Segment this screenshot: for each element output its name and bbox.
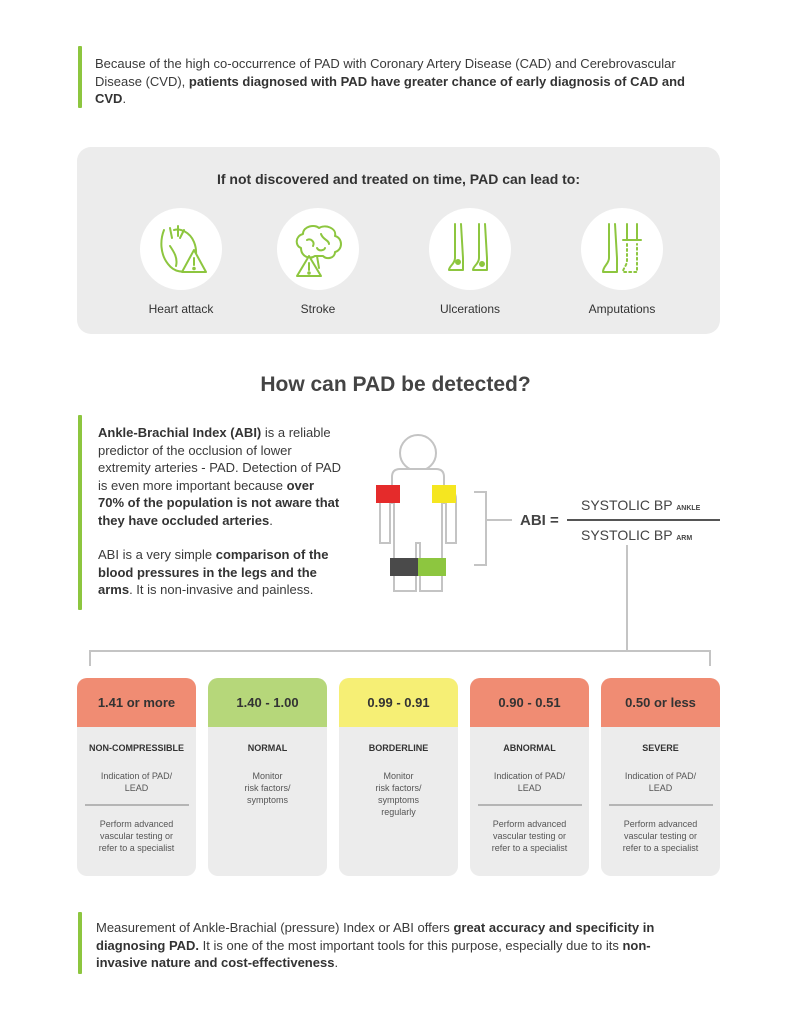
abi-card-non-compressible: 1.41 or more NON-COMPRESSIBLE Indication… <box>77 678 196 876</box>
arm-cuff-yellow <box>432 485 456 503</box>
risk-label-ulcerations: Ulcerations <box>439 302 501 316</box>
outro-text-2: It is one of the most important tools fo… <box>199 937 623 953</box>
card-action: Perform advanced vascular testing or ref… <box>98 818 175 853</box>
outro-paragraph: Measurement of Ankle-Brachial (pressure)… <box>96 919 696 972</box>
abi-card-abnormal: 0.90 - 0.51 ABNORMAL Indication of PAD/ … <box>470 678 589 876</box>
abi-text-4: . It is non-invasive and painless. <box>129 582 314 597</box>
card-divider <box>608 804 713 806</box>
card-range: 0.50 or less <box>601 678 720 727</box>
intro-paragraph: Because of the high co-occurrence of PAD… <box>95 55 695 108</box>
abi-formula-label: ABI = <box>520 512 559 529</box>
outro-bold-1: great accuracy and specificity in diagno… <box>96 920 655 953</box>
ankle-cuff-dark <box>390 558 418 576</box>
abi-paragraph-2: ABI is a very simple comparison of the b… <box>98 546 343 599</box>
legs-ulcer-icon <box>429 208 511 290</box>
formula-denominator: SYSTOLIC BP ARM <box>581 527 692 543</box>
abi-stat: over 70% of the population is not aware … <box>98 477 340 528</box>
card-category: BORDERLINE <box>368 743 429 753</box>
outro-accent-bar <box>78 912 82 974</box>
card-description: Indication of PAD/ LEAD <box>624 771 697 793</box>
risk-label-amputations: Amputations <box>588 302 656 316</box>
intro-bold-text: patients diagnosed with PAD have greater… <box>95 73 685 107</box>
heart-warning-icon <box>140 208 222 290</box>
card-description: Monitor risk factors/ symptoms regularly <box>375 771 422 817</box>
card-description: Monitor risk factors/ symptoms <box>244 771 291 805</box>
fraction-line <box>567 519 720 521</box>
card-action: Perform advanced vascular testing or ref… <box>622 818 699 853</box>
risk-item-stroke: Stroke <box>258 208 378 316</box>
card-range: 0.99 - 0.91 <box>339 678 458 727</box>
leg-amputation-icon <box>581 208 663 290</box>
risk-label-stroke: Stroke <box>300 302 336 316</box>
card-range: 1.41 or more <box>77 678 196 727</box>
risk-item-ulcerations: Ulcerations <box>410 208 530 316</box>
risk-label-heart-attack: Heart attack <box>148 302 214 316</box>
card-range: 1.40 - 1.00 <box>208 678 327 727</box>
card-divider <box>477 804 582 806</box>
abi-card-normal: 1.40 - 1.00 NORMAL Monitor risk factors/… <box>208 678 327 876</box>
abi-term: Ankle-Brachial Index (ABI) <box>98 425 262 440</box>
card-action: Perform advanced vascular testing or ref… <box>491 818 568 853</box>
card-divider <box>84 804 189 806</box>
risk-item-amputations: Amputations <box>562 208 682 316</box>
abi-card-borderline: 0.99 - 0.91 BORDERLINE Monitor risk fact… <box>339 678 458 876</box>
abi-comparison: comparison of the blood pressures in the… <box>98 547 329 597</box>
abi-text-2: . <box>269 512 273 528</box>
denominator-subscript: ARM <box>676 535 693 542</box>
arm-cuff-red <box>376 485 400 503</box>
abi-paragraph-1: Ankle-Brachial Index (ABI) is a reliable… <box>98 424 343 529</box>
risk-item-heart-attack: Heart attack <box>121 208 241 316</box>
formula-numerator: SYSTOLIC BP ANKLE <box>581 497 700 513</box>
outro-text-3: . <box>334 955 339 970</box>
body-figure-illustration <box>370 433 490 598</box>
ankle-cuff-green <box>418 558 446 576</box>
card-category: NON-COMPRESSIBLE <box>88 743 184 753</box>
risk-panel: If not discovered and treated on time, P… <box>77 147 720 334</box>
card-category: SEVERE <box>642 743 679 753</box>
risk-panel-title: If not discovered and treated on time, P… <box>216 171 581 187</box>
abi-description: Ankle-Brachial Index (ABI) is a reliable… <box>98 424 343 616</box>
abi-text-3: ABI is a very simple <box>98 547 216 562</box>
card-description: Indication of PAD/ LEAD <box>493 771 566 793</box>
abi-accent-bar <box>78 415 82 610</box>
card-category: ABNORMAL <box>503 743 556 753</box>
section-heading: How can PAD be detected? <box>260 373 531 396</box>
abi-card-severe: 0.50 or less SEVERE Indication of PAD/ L… <box>601 678 720 876</box>
intro-text-end: . <box>122 91 127 106</box>
card-description: Indication of PAD/ LEAD <box>100 771 173 793</box>
card-range: 0.90 - 0.51 <box>470 678 589 727</box>
denominator-text: SYSTOLIC BP <box>581 527 673 543</box>
intro-text: Because of the high co-occurrence of PAD… <box>95 56 676 89</box>
brain-warning-icon <box>277 208 359 290</box>
outro-text-1: Measurement of Ankle-Brachial (pressure)… <box>96 920 454 935</box>
numerator-subscript: ANKLE <box>676 505 701 512</box>
outro-bold-2: non-invasive nature and cost-effectivene… <box>96 937 651 971</box>
card-category: NORMAL <box>247 743 288 753</box>
numerator-text: SYSTOLIC BP <box>581 497 673 513</box>
abi-text-1: is a reliable predictor of the occlusion… <box>98 425 341 493</box>
intro-accent-bar <box>78 46 82 108</box>
